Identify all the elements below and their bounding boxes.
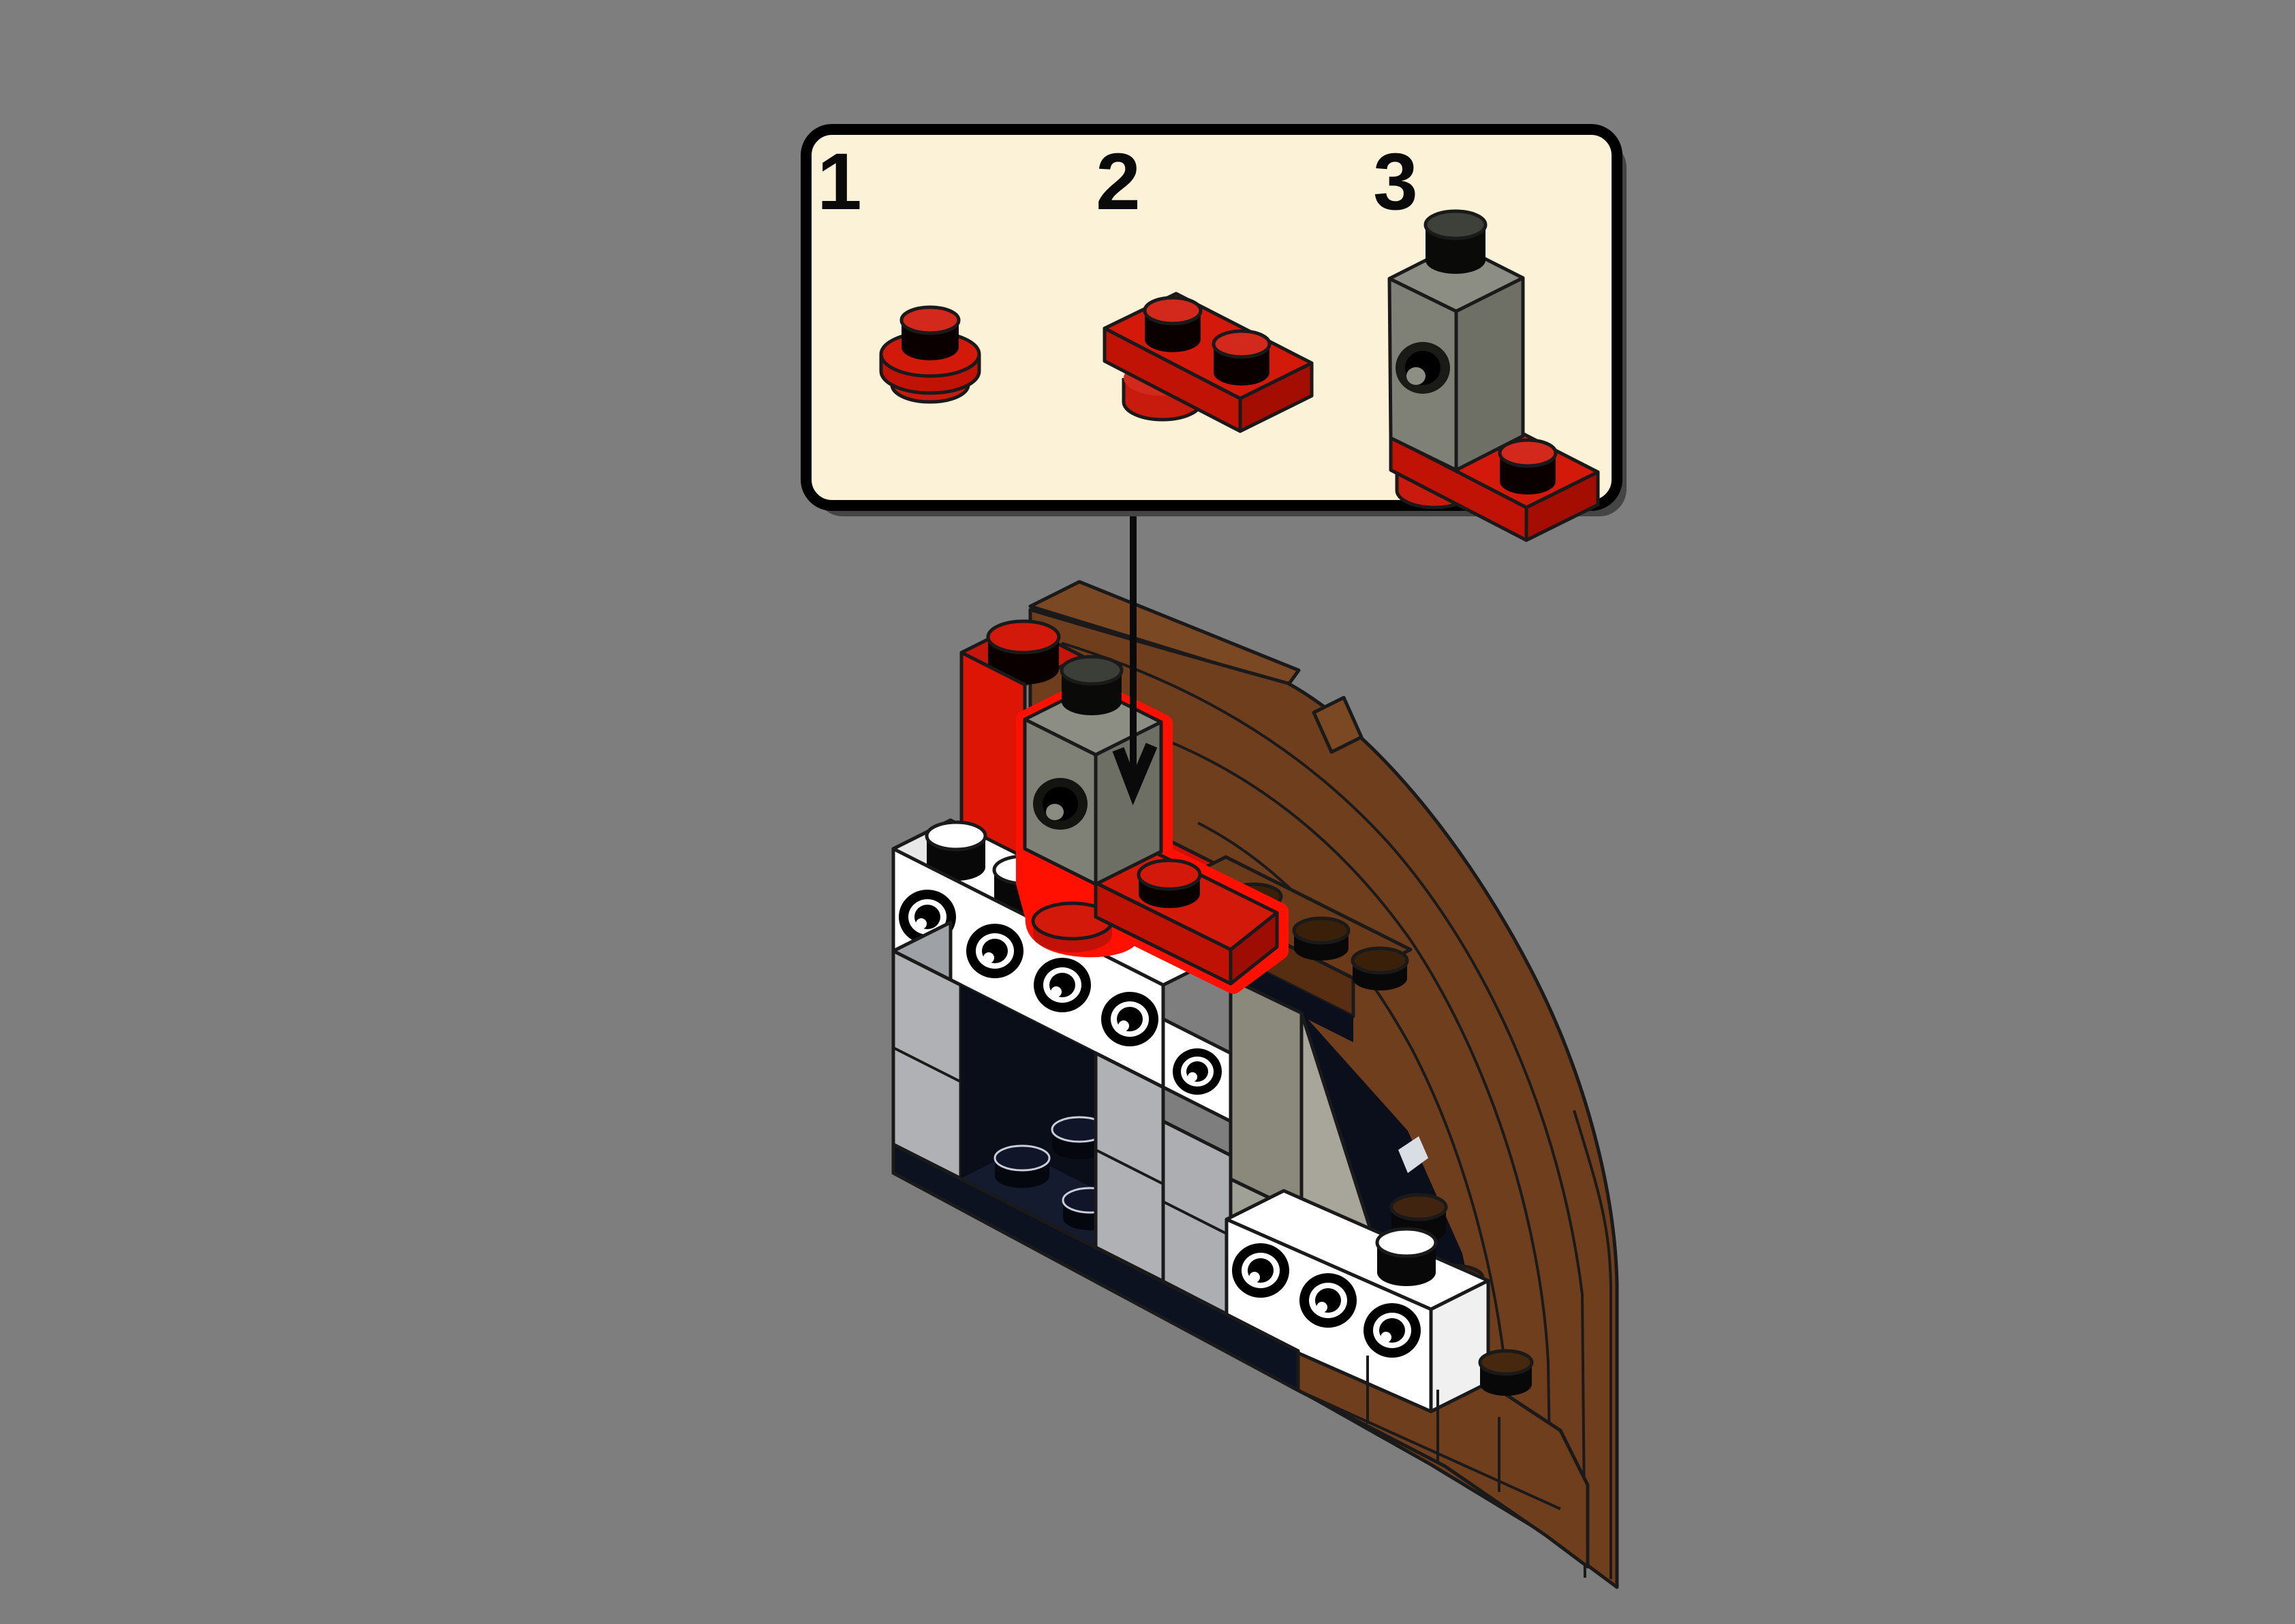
piece-technic-brick-on-plate [1387, 209, 1600, 542]
technic-hole [1299, 1273, 1357, 1328]
technic-hole [1033, 778, 1088, 830]
step-1-label: 1 [817, 137, 862, 227]
step-3-label: 3 [1373, 137, 1418, 227]
step-2-label: 2 [1096, 137, 1141, 227]
red-plate-end [1229, 911, 1279, 986]
red-stud [1137, 858, 1202, 908]
brown-bottom-bricks [1224, 1320, 1590, 1569]
arch-step-notch [1312, 696, 1364, 754]
red-stud [1498, 438, 1558, 495]
callout-panel: 1 2 3 [801, 124, 1627, 542]
white-1x4-technic-brick [891, 818, 1222, 1089]
white-stud [1375, 1227, 1438, 1286]
technic-hole [1034, 958, 1091, 1012]
baseplate-stud [994, 1144, 1051, 1188]
technic-hole [966, 924, 1023, 978]
brown-plate-stud [1292, 916, 1351, 961]
technic-hole [1101, 992, 1158, 1046]
white-technic-column [1161, 1017, 1233, 1318]
piece-1x2-plate-on-round-plate [1103, 292, 1314, 433]
round-plate-bulge [1031, 901, 1114, 952]
black-baseplate-edge [891, 1142, 1300, 1392]
gray-technic-brick [1387, 209, 1525, 472]
white-technic-row-bottom [1224, 1189, 1490, 1414]
baseplate-stud [1051, 1116, 1108, 1159]
piece-round-plate-1x1 [879, 305, 981, 404]
brown-round-stud [1478, 1349, 1534, 1396]
white-stud [925, 820, 987, 881]
red-stud [1143, 296, 1203, 352]
brown-plate-stud [1351, 946, 1409, 990]
technic-hole [1364, 1303, 1421, 1358]
arch-segment-lines [1061, 642, 1612, 1579]
technic-hole [1396, 342, 1450, 394]
slope-left-face [1229, 977, 1304, 1215]
technic-hole [1173, 1048, 1222, 1095]
highlight-sliver [1398, 1136, 1428, 1173]
technic-hole [1232, 1243, 1289, 1298]
model-assembly [891, 505, 1619, 1589]
red-brick-stud [986, 619, 1061, 655]
gray-stud [1060, 655, 1124, 715]
gray-pillars [891, 920, 1176, 1283]
arrow-down-icon [1112, 505, 1158, 806]
gray-stud [1423, 209, 1488, 274]
red-stud [1212, 329, 1272, 386]
red-1x2-plate [1094, 844, 1279, 986]
